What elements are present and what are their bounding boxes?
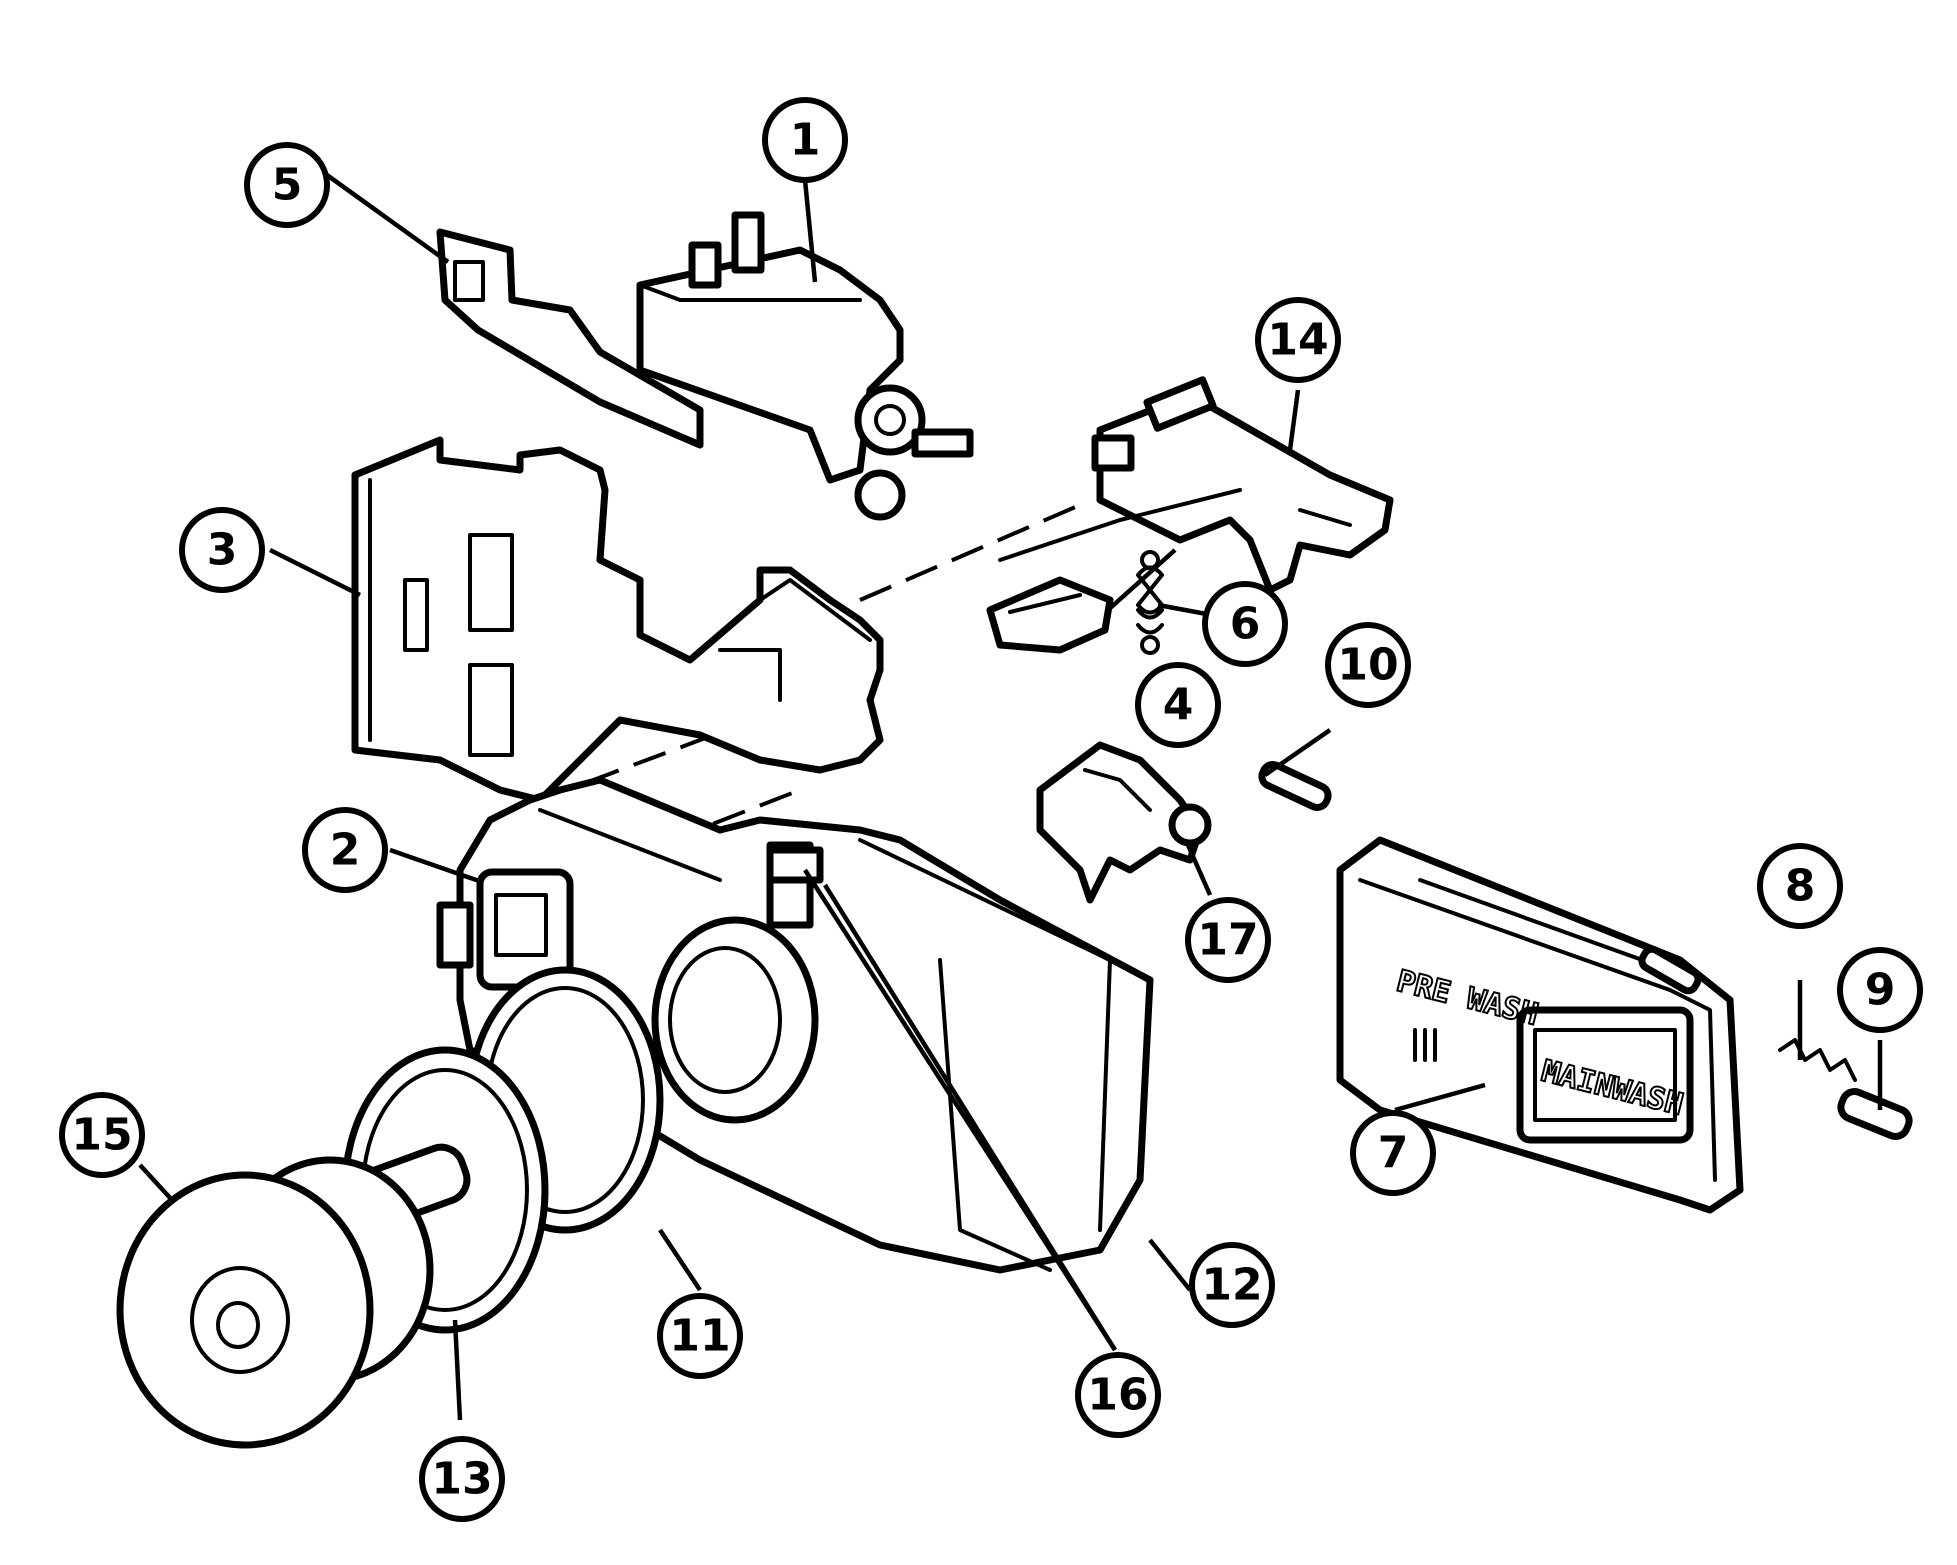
callout-6: 6 — [1202, 581, 1288, 667]
svg-text:5: 5 — [272, 160, 303, 211]
part-7-dispenser-lid: PRE WASH MAINWASH — [1336, 836, 1744, 1214]
callout-3: 3 — [179, 507, 265, 593]
svg-text:8: 8 — [1785, 861, 1816, 912]
svg-text:14: 14 — [1267, 315, 1328, 366]
callout-13: 13 — [419, 1436, 505, 1522]
callout-7: 7 — [1350, 1110, 1436, 1196]
part-14-actuator-bracket — [998, 376, 1394, 594]
svg-text:16: 16 — [1087, 1370, 1148, 1421]
part-5-bracket-lever — [436, 228, 704, 449]
svg-text:9: 9 — [1865, 965, 1896, 1016]
part-1-switch — [636, 211, 974, 521]
svg-text:2: 2 — [330, 825, 361, 876]
svg-text:11: 11 — [669, 1311, 730, 1362]
part-16-clip — [766, 846, 824, 884]
svg-text:10: 10 — [1337, 640, 1398, 691]
part-17-cam — [1036, 741, 1212, 904]
callout-14: 14 — [1255, 297, 1341, 383]
svg-text:6: 6 — [1230, 599, 1261, 650]
part-3-mounting-bracket — [351, 436, 884, 804]
callout-5: 5 — [244, 142, 330, 228]
part-4-latch-clip — [986, 576, 1114, 654]
part-10-pin — [1258, 761, 1332, 811]
callout-2: 2 — [302, 807, 388, 893]
callout-16: 16 — [1075, 1352, 1161, 1438]
callout-17: 17 — [1185, 897, 1271, 983]
callout-8: 8 — [1757, 843, 1843, 929]
callout-4: 4 — [1135, 662, 1221, 748]
callout-9: 9 — [1837, 947, 1923, 1033]
svg-text:13: 13 — [431, 1454, 492, 1505]
part-15-knob — [116, 1143, 471, 1449]
svg-text:1: 1 — [790, 115, 821, 166]
svg-text:3: 3 — [207, 525, 238, 576]
callout-10: 10 — [1325, 622, 1411, 708]
callout-12: 12 — [1189, 1242, 1275, 1328]
svg-text:15: 15 — [71, 1110, 132, 1161]
callout-15: 15 — [59, 1092, 145, 1178]
part-8-spring — [1778, 1038, 1857, 1082]
leader-lines — [138, 168, 1883, 1421]
part-9-pin — [1837, 1088, 1913, 1140]
callout-11: 11 — [657, 1293, 743, 1379]
svg-text:12: 12 — [1201, 1260, 1262, 1311]
svg-text:4: 4 — [1163, 680, 1194, 731]
svg-text:17: 17 — [1197, 915, 1258, 966]
callout-1: 1 — [762, 97, 848, 183]
svg-text:7: 7 — [1378, 1128, 1409, 1179]
